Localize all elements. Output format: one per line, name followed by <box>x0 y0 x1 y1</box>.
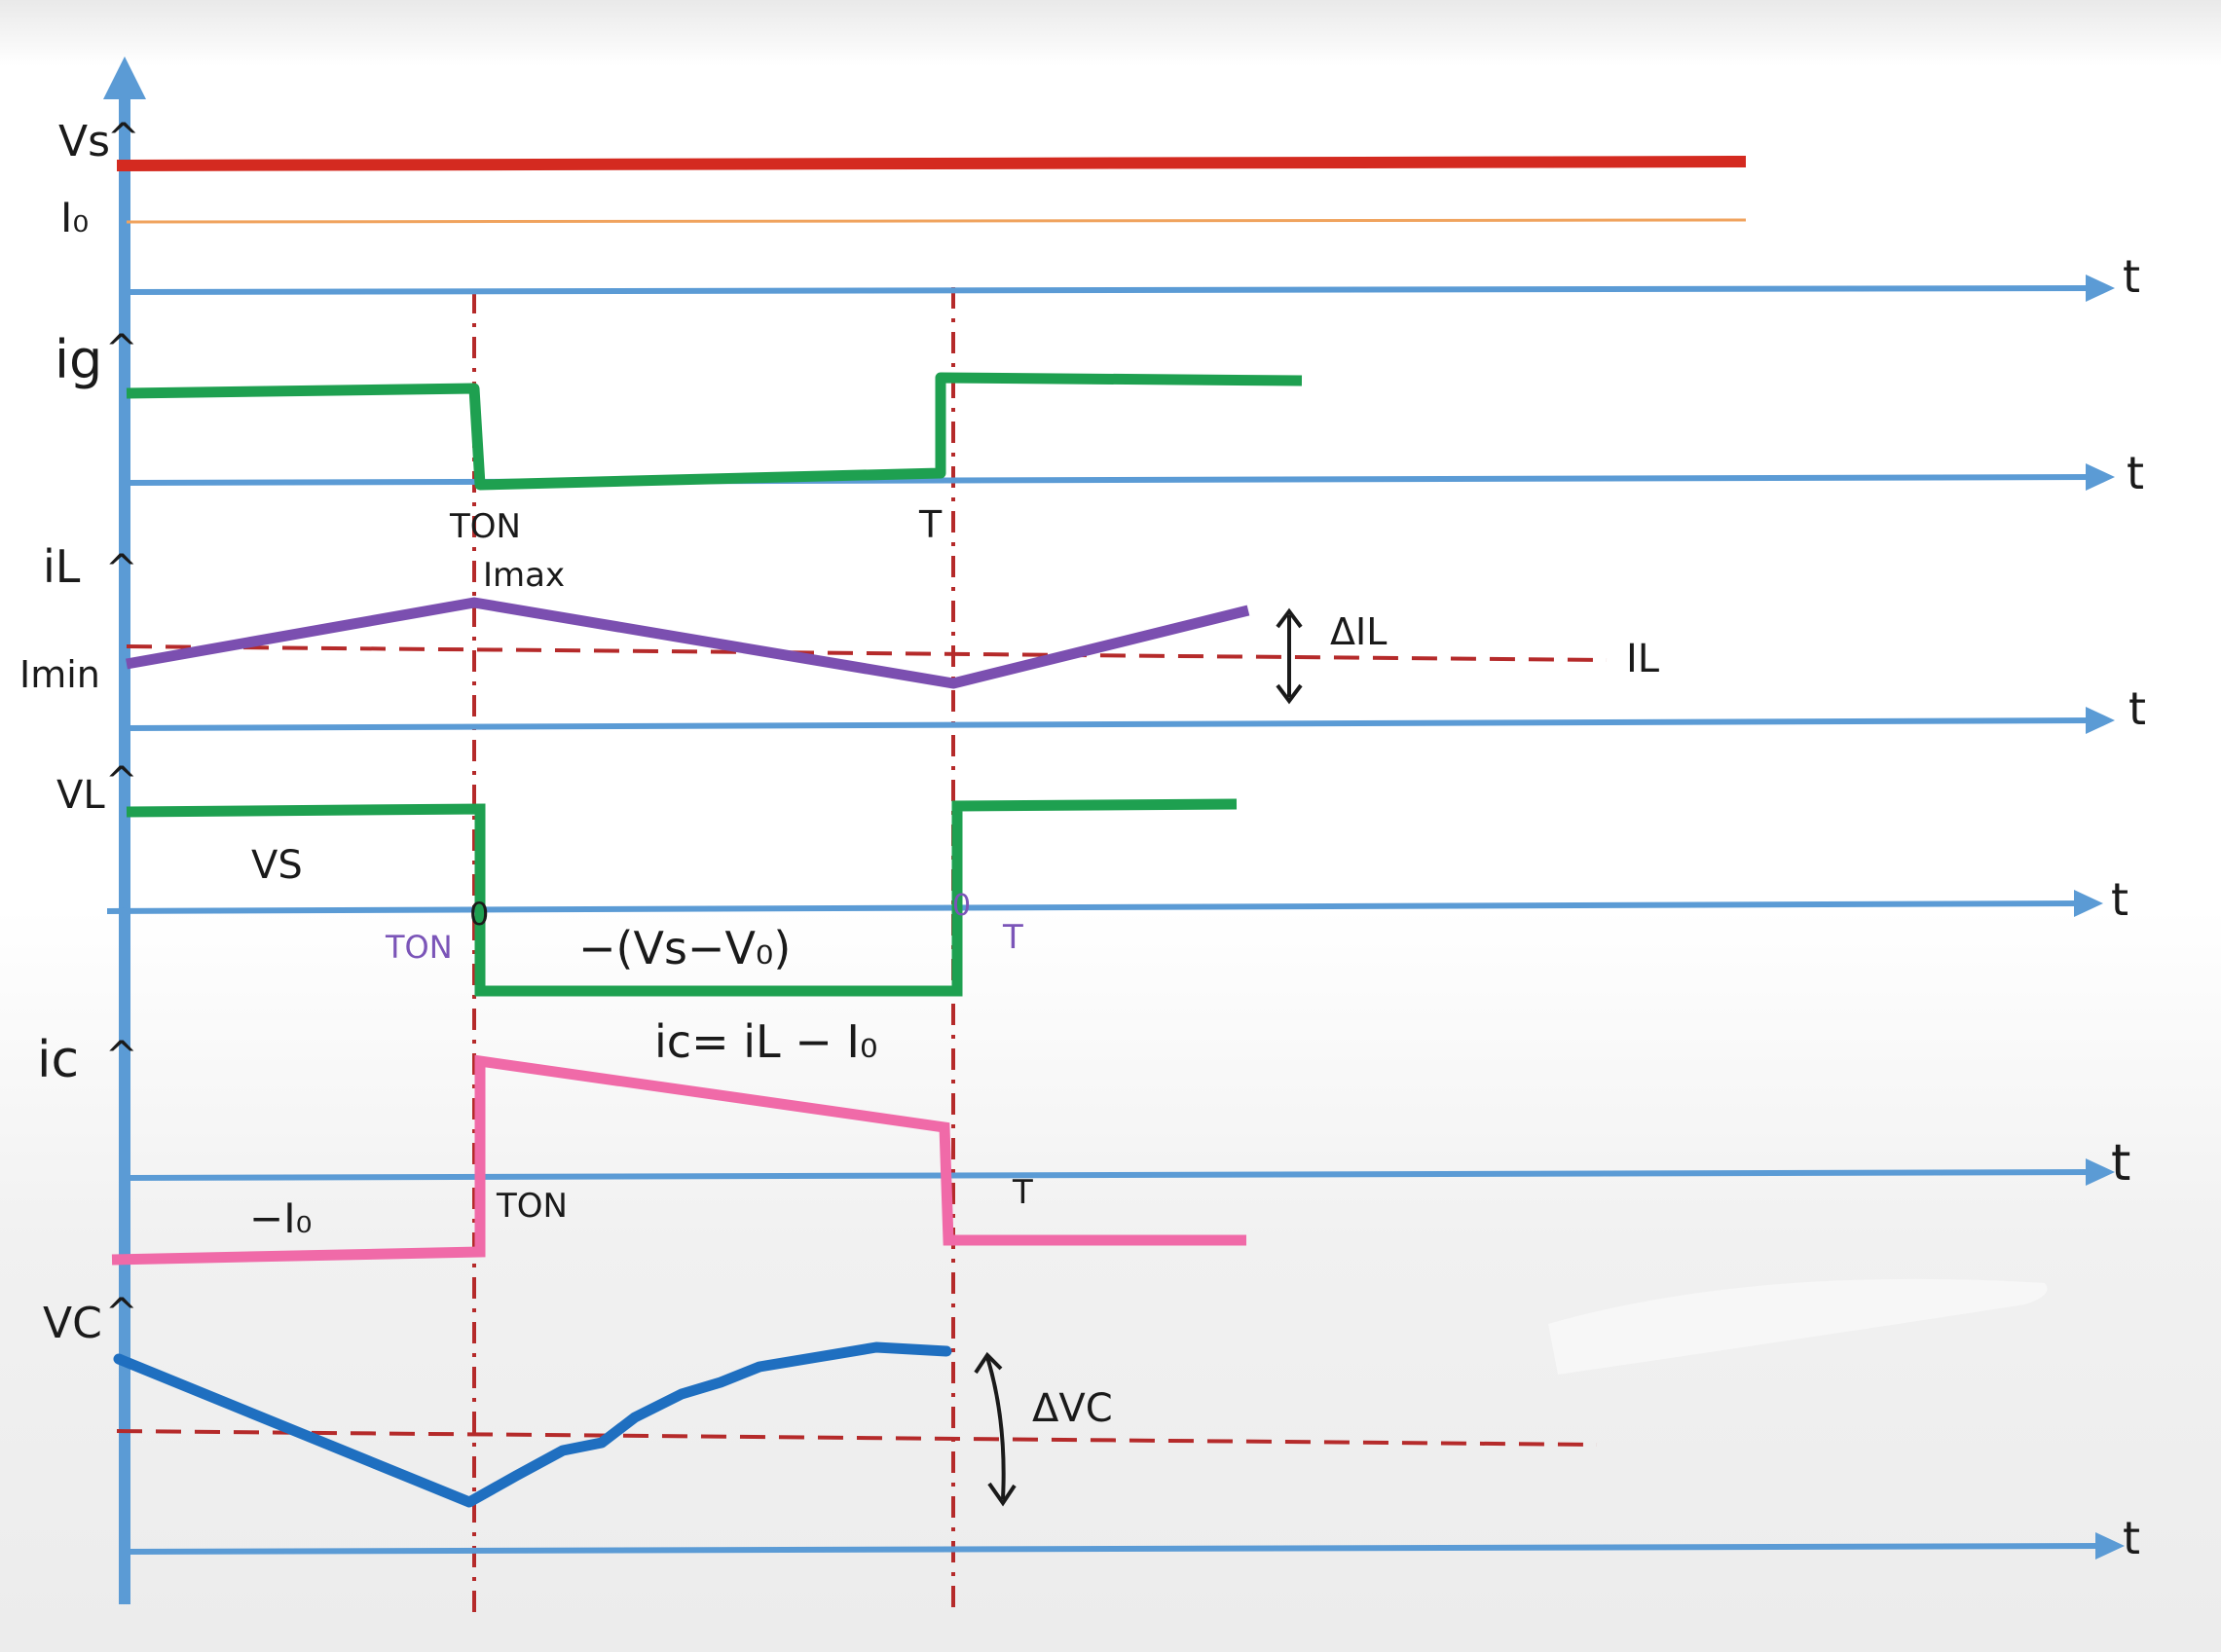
time-axis-5-arrow-icon <box>2086 1158 2115 1186</box>
il-average-line <box>126 644 1608 662</box>
t-label-4: t <box>2111 873 2128 926</box>
t-period-label: T <box>918 503 943 546</box>
delta-vc-label: ΔVC <box>1032 1386 1113 1431</box>
vs-level-label: VS <box>251 843 303 888</box>
ig-axis-caret-icon: ^ <box>105 327 138 372</box>
vl-axis-label: VL <box>56 773 105 818</box>
time-axis-6 <box>126 1543 2104 1555</box>
time-axis-1 <box>126 285 2094 295</box>
ton-vl-label: TON <box>385 929 453 966</box>
time-axes <box>106 285 2104 1555</box>
t-label-1: t <box>2123 250 2140 303</box>
delta-il-label: ΔIL <box>1330 610 1387 653</box>
ton-label: TON <box>449 507 521 546</box>
vs-line <box>116 156 1747 171</box>
ic-equation-label: ic= iL − I₀ <box>654 1015 877 1068</box>
t-period-ic-label: T <box>1012 1173 1033 1212</box>
imin-label: Imin <box>19 653 100 696</box>
t-label-2: t <box>2127 447 2144 499</box>
ic-neg-label: −I₀ <box>249 1194 312 1242</box>
time-axis-1-arrow-icon <box>2086 275 2115 302</box>
vl-off-label: −(Vs−V₀) <box>578 922 791 974</box>
ic-axis-label: ic <box>37 1031 79 1089</box>
eraser-smudge <box>1548 1278 2048 1375</box>
time-axis-2-arrow-icon <box>2086 463 2115 491</box>
imax-label: Imax <box>483 556 565 595</box>
vs-axis-caret-icon: ^ <box>107 116 140 161</box>
t-label-3: t <box>2128 682 2146 735</box>
vc-waveform <box>113 1341 952 1508</box>
time-axis-3-arrow-icon <box>2086 707 2115 734</box>
t-label-6: t <box>2123 1512 2140 1564</box>
ig-axis-label: ig <box>55 329 102 390</box>
vl-axis-caret-icon: ^ <box>105 759 138 804</box>
zero-ton-label: 0 <box>469 896 489 933</box>
zero-t-label: 0 <box>952 889 971 923</box>
t-label-5: t <box>2111 1134 2130 1193</box>
time-axis-2 <box>126 474 2094 486</box>
time-axis-4-arrow-icon <box>2074 890 2103 917</box>
delta-vc-arrow-icon <box>974 1351 1017 1507</box>
time-axis-3 <box>126 717 2094 731</box>
vl-waveform <box>126 798 1238 997</box>
ig-waveform <box>126 372 1303 491</box>
time-axis-6-arrow-icon <box>2095 1532 2125 1560</box>
y-axis-arrow-icon <box>103 56 146 99</box>
vs-axis-label: Vs <box>58 117 110 166</box>
io-axis-label: I₀ <box>60 194 89 241</box>
vc-average-line <box>116 1429 1598 1447</box>
io-line <box>126 218 1747 224</box>
vc-axis-label: VC <box>43 1299 102 1348</box>
t-period-vl-label: T <box>1002 918 1023 957</box>
time-axis-4 <box>106 900 2085 914</box>
vc-axis-caret-icon: ^ <box>105 1291 138 1336</box>
time-axis-5 <box>126 1169 2094 1181</box>
ton-ic-label: TON <box>496 1187 568 1226</box>
il-average-label: IL <box>1626 637 1660 681</box>
delta-il-arrow-icon <box>1276 607 1303 705</box>
ic-waveform <box>111 1054 1246 1266</box>
il-waveform <box>126 597 1250 689</box>
ic-axis-caret-icon: ^ <box>105 1034 138 1079</box>
time-axis-arrows <box>2074 275 2125 1560</box>
il-axis-caret-icon: ^ <box>105 547 138 592</box>
il-axis-label: iL <box>43 540 81 593</box>
